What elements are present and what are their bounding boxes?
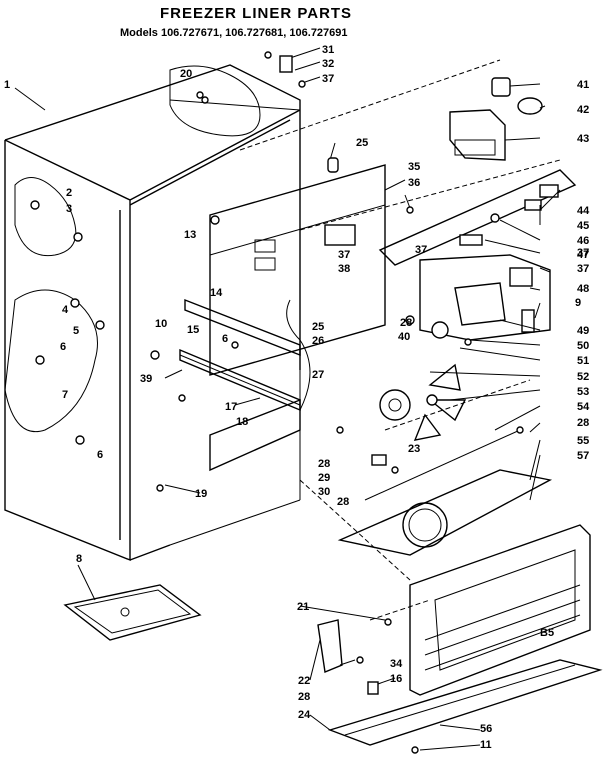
callout-17: 17 (225, 401, 237, 413)
callout-8: 8 (76, 553, 82, 565)
freezer-liner-cabinet (4, 64, 301, 562)
callout-24: 24 (298, 709, 311, 721)
callout-14: 14 (210, 287, 223, 299)
drain-trough (63, 584, 202, 641)
callout-16: 16 (390, 673, 402, 685)
callout-28b: 28 (318, 458, 330, 470)
fastener-icons (150, 51, 524, 754)
callout-37b: 37 (338, 249, 350, 261)
callout-46: 46 (577, 235, 589, 247)
callout-56: 56 (480, 723, 492, 735)
callout-55: 55 (577, 435, 589, 447)
callout-28c: 28 (337, 496, 349, 508)
callout-53: 53 (577, 386, 589, 398)
callout-23: 23 (408, 443, 420, 455)
callout-20: 20 (180, 68, 192, 80)
callout-30: 30 (318, 486, 330, 498)
callout-28a: 28 (400, 317, 412, 329)
control-bracket (378, 169, 577, 266)
model-numbers: Models 106.727671, 106.727681, 106.72769… (120, 27, 348, 39)
callout-43: 43 (577, 133, 589, 145)
callout-37d: 37 (577, 247, 589, 259)
evaporator-cover (209, 164, 386, 376)
callout-49: 49 (577, 325, 589, 337)
callout-47: 47 (577, 249, 589, 261)
diagram-title: FREEZER LINER PARTS (160, 5, 352, 22)
callout-7: 7 (62, 389, 68, 401)
callout-40: 40 (398, 331, 410, 343)
callout-numbers: 1 2 3 4 5 6 6 6 7 8 9 10 11 13 14 15 16 … (4, 44, 590, 751)
callout-38: 38 (338, 263, 350, 275)
callout-37e: 37 (577, 263, 589, 275)
callout-18: 18 (236, 416, 248, 428)
bottom-plate (327, 659, 603, 746)
callout-26: 26 (312, 335, 324, 347)
evaporator-rails (179, 298, 311, 412)
callout-45: 45 (577, 220, 589, 232)
callout-31: 31 (322, 44, 334, 56)
callout-35: 35 (408, 161, 420, 173)
callout-9: 9 (575, 297, 581, 309)
callout-50: 50 (577, 340, 589, 352)
callout-28e: 28 (577, 417, 589, 429)
diagram-code: B5 (540, 627, 554, 639)
callout-13: 13 (184, 229, 196, 241)
callout-57: 57 (577, 450, 589, 462)
callout-6a: 6 (60, 341, 66, 353)
callout-36: 36 (408, 177, 420, 189)
callout-4: 4 (62, 304, 69, 316)
callout-42: 42 (577, 104, 589, 116)
callout-51: 51 (577, 355, 589, 367)
callout-52: 52 (577, 371, 589, 383)
callout-29: 29 (318, 472, 330, 484)
callout-25a: 25 (356, 137, 368, 149)
callout-6b: 6 (97, 449, 103, 461)
callout-25b: 25 (312, 321, 324, 333)
side-bracket (317, 619, 343, 673)
callout-10: 10 (155, 318, 167, 330)
air-grille-cover (409, 524, 591, 696)
callout-1: 1 (4, 79, 10, 91)
light-assembly (449, 77, 543, 161)
callout-39: 39 (140, 373, 152, 385)
callout-11: 11 (480, 739, 492, 751)
callout-15: 15 (187, 324, 199, 336)
callout-3: 3 (66, 203, 72, 215)
callout-22: 22 (298, 675, 310, 687)
dashed-leaders (239, 59, 561, 621)
callout-54: 54 (577, 401, 590, 413)
fan-motor-assembly (379, 363, 467, 441)
leader-lines (14, 47, 561, 751)
callout-44: 44 (577, 205, 590, 217)
callout-48: 48 (577, 283, 589, 295)
callout-19: 19 (195, 488, 207, 500)
lower-bracket (209, 398, 301, 472)
callout-2: 2 (66, 187, 72, 199)
callout-5: 5 (73, 325, 79, 337)
callout-34: 34 (390, 658, 403, 670)
callout-37a: 37 (322, 73, 334, 85)
callout-37c: 37 (415, 244, 427, 256)
callout-6c: 6 (222, 333, 228, 345)
callout-27: 27 (312, 369, 324, 381)
callout-21: 21 (297, 601, 309, 613)
callout-41: 41 (577, 79, 589, 91)
callout-32: 32 (322, 58, 334, 70)
callout-28d: 28 (298, 691, 310, 703)
fan-bracket (337, 429, 553, 556)
